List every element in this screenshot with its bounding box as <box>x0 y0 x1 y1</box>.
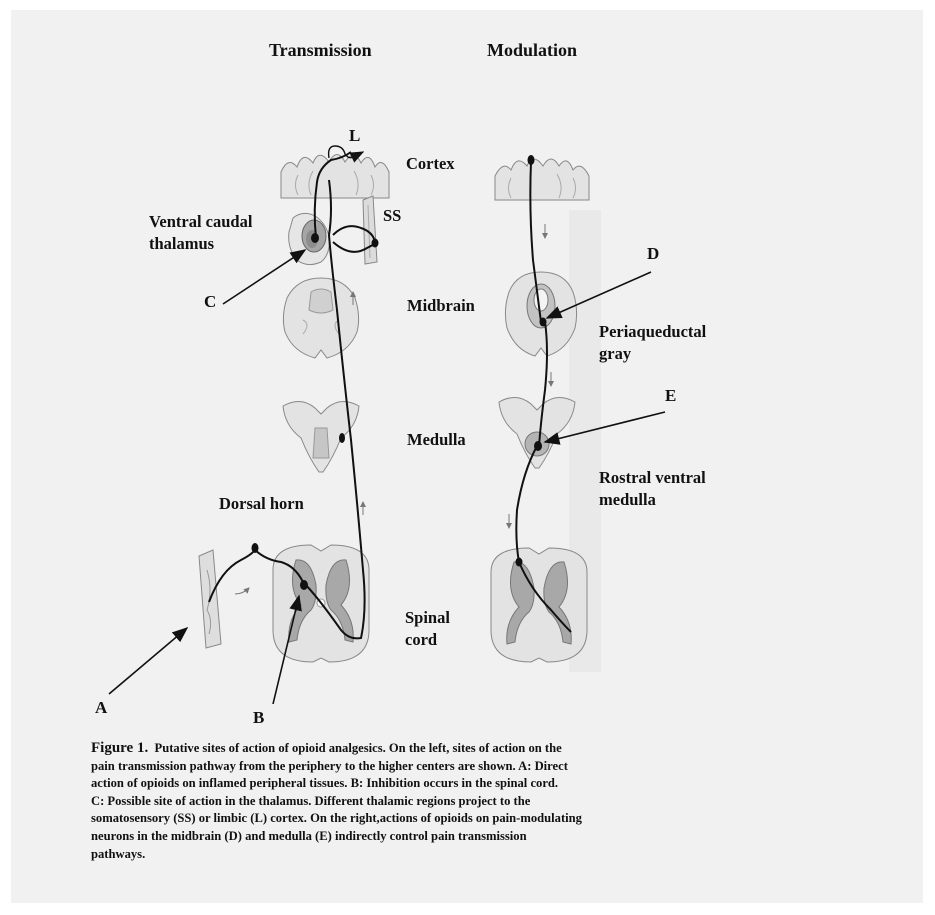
label-cortex: Cortex <box>406 154 455 174</box>
column-header-transmission: Transmission <box>269 40 372 60</box>
caption-line-4: C: Possible site of action in the thalam… <box>91 793 811 811</box>
caption-line-5: somatosensory (SS) or limbic (L) cortex.… <box>91 810 811 828</box>
label-somatosensory: SS <box>383 206 401 226</box>
label-dorsal-horn: Dorsal horn <box>219 494 304 514</box>
label-midbrain: Midbrain <box>407 296 475 316</box>
label-periaqueductal-line2: gray <box>599 344 631 364</box>
label-spinal-line1: Spinal <box>405 608 450 628</box>
label-limbic: L <box>349 126 360 146</box>
caption-line-2: pain transmission pathway from the perip… <box>91 758 811 776</box>
label-rvm-line2: medulla <box>599 490 656 510</box>
right-midbrain-section <box>505 272 576 356</box>
label-spinal-line2: cord <box>405 630 437 650</box>
label-periaqueductal-line1: Periaqueductal <box>599 322 706 342</box>
right-flow-arrows <box>509 224 551 528</box>
right-spinal-cord-section <box>491 548 587 662</box>
pointer-a <box>109 628 187 694</box>
caption-line-3: action of opioids on inflamed peripheral… <box>91 775 811 793</box>
figure-caption: Figure 1. Putative sites of action of op… <box>91 740 811 863</box>
label-rvm-line1: Rostral ventral <box>599 468 706 488</box>
label-d: D <box>647 244 659 264</box>
caption-line-7: pathways. <box>91 846 811 864</box>
label-b: B <box>253 708 264 728</box>
figure-panel: Transmission Modulation L SS Ventral cau… <box>11 10 923 903</box>
right-medulla-section <box>499 397 575 468</box>
label-c: C <box>204 292 216 312</box>
label-a: A <box>95 698 107 718</box>
caption-line-6: neurons in the midbrain (D) and medulla … <box>91 828 811 846</box>
label-e: E <box>665 386 676 406</box>
caption-figure-number: Figure 1. <box>91 740 148 756</box>
caption-line-1: Putative sites of action of opioid analg… <box>155 741 562 755</box>
label-ventral-caudal-line2: thalamus <box>149 234 214 254</box>
label-ventral-caudal-line1: Ventral caudal <box>149 212 252 232</box>
caption-line: Figure 1. Putative sites of action of op… <box>91 740 811 758</box>
column-header-modulation: Modulation <box>487 40 577 60</box>
right-cortex-section <box>495 159 589 200</box>
left-cortex-section <box>281 155 389 199</box>
label-medulla: Medulla <box>407 430 466 450</box>
left-midbrain-section <box>283 278 358 358</box>
